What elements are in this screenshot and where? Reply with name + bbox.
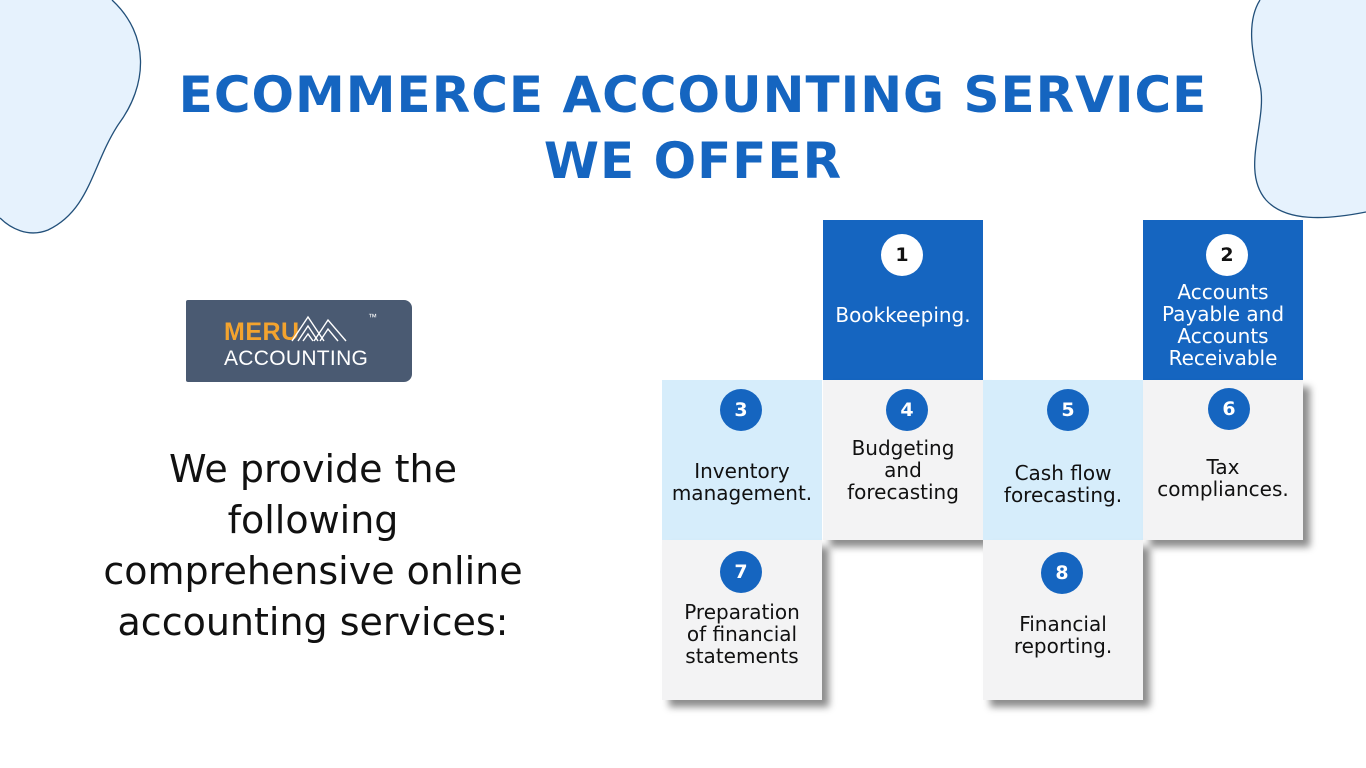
service-label: Inventory management. — [671, 459, 813, 505]
intro-line-1: We provide the — [169, 447, 457, 491]
service-number-badge: 2 — [1206, 234, 1248, 276]
service-number-badge: 5 — [1047, 389, 1089, 431]
title-line-2: WE OFFER — [543, 132, 843, 190]
service-tile-7: 7 Preparation of financial statements — [662, 540, 822, 700]
service-label: Cash flow forecasting. — [1003, 461, 1123, 507]
intro-line-3: comprehensive online — [103, 549, 523, 593]
company-logo: MERU ™ ACCOUNTING — [186, 300, 412, 382]
logo-brand: MERU — [224, 318, 300, 346]
logo-subtitle: ACCOUNTING — [224, 347, 369, 370]
intro-text: We provide the following comprehensive o… — [60, 444, 566, 648]
service-tile-6: 6 Tax compliances. — [1143, 380, 1303, 540]
mountain-icon — [291, 315, 347, 342]
service-number-badge: 4 — [886, 389, 928, 431]
service-number-badge: 8 — [1041, 552, 1083, 594]
service-number-badge: 6 — [1208, 388, 1250, 430]
service-tile-2: 2 Accounts Payable and Accounts Receivab… — [1143, 220, 1303, 380]
service-tile-8: 8 Financial reporting. — [983, 540, 1143, 700]
service-number-badge: 1 — [881, 234, 923, 276]
intro-line-2: following — [227, 498, 399, 542]
service-label: Accounts Payable and Accounts Receivable — [1161, 280, 1285, 370]
page-title: ECOMMERCE ACCOUNTING SERVICE WE OFFER — [120, 62, 1266, 194]
service-number-badge: 3 — [720, 389, 762, 431]
service-label: Preparation of financial statements — [684, 600, 800, 668]
service-label: Bookkeeping. — [835, 303, 971, 327]
trademark-symbol: ™ — [368, 312, 377, 322]
service-tile-5: 5 Cash flow forecasting. — [983, 380, 1143, 540]
service-label: Financial reporting. — [1013, 612, 1113, 658]
service-tile-1: 1 Bookkeeping. — [823, 220, 983, 380]
service-tile-4: 4 Budgeting and forecasting — [823, 380, 983, 540]
intro-line-4: accounting services: — [117, 600, 509, 644]
title-line-1: ECOMMERCE ACCOUNTING SERVICE — [178, 66, 1208, 124]
service-label: Tax compliances. — [1157, 455, 1289, 501]
service-number-badge: 7 — [720, 551, 762, 593]
service-label: Budgeting and forecasting — [847, 436, 959, 504]
service-tile-3: 3 Inventory management. — [662, 380, 822, 540]
